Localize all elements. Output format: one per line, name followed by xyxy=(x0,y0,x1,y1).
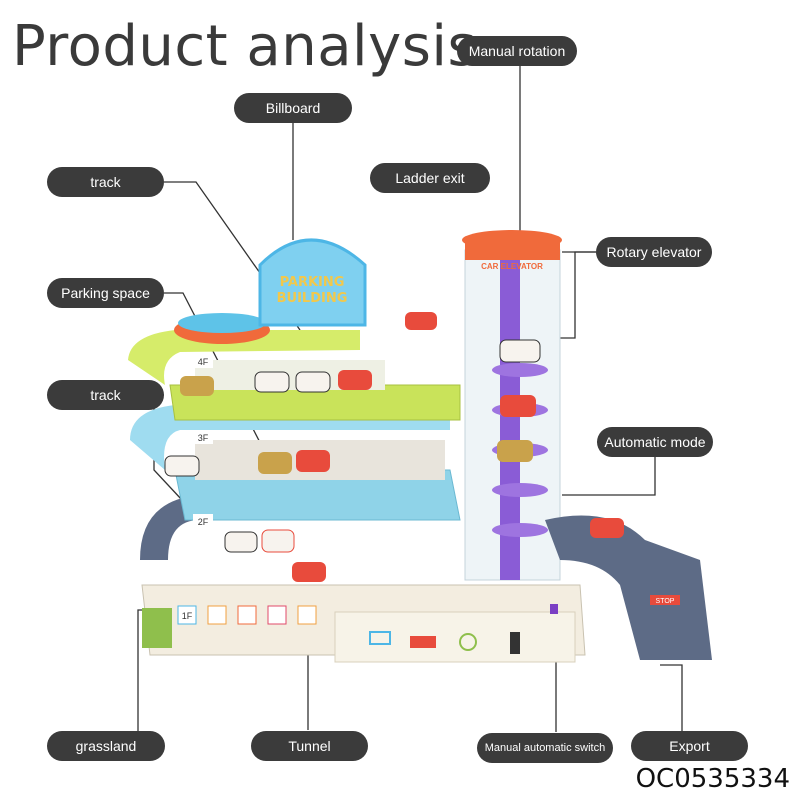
exit-ramp xyxy=(545,515,712,660)
grassland-label: grassland xyxy=(47,731,165,761)
billboard-text-2: BUILDING xyxy=(277,291,348,306)
billboard-sign xyxy=(258,238,367,327)
billboard-text-1: PARKING xyxy=(280,275,345,290)
billboard-label: Billboard xyxy=(234,93,352,123)
export-label: Export xyxy=(631,731,748,761)
base-icons xyxy=(177,605,317,625)
stop-sign: STOP xyxy=(656,598,675,605)
tunnel-car-drawings xyxy=(369,631,520,654)
parking-space-label: Parking space xyxy=(47,278,164,308)
ladder-exit-label: Ladder exit xyxy=(370,163,490,193)
elevator-sign: CAR ELEVATOR xyxy=(481,262,543,271)
track-label-top: track xyxy=(47,167,164,197)
track-label-middle: track xyxy=(47,380,164,410)
floor-1-label: 1F xyxy=(182,611,193,621)
rotary-elevator-label: Rotary elevator xyxy=(596,237,712,267)
floor-3-label: 3F xyxy=(198,433,209,443)
ramp-level-2 xyxy=(130,405,450,470)
toy-cars xyxy=(164,312,624,582)
grassland-patch xyxy=(142,608,172,648)
page-title: Product analysis xyxy=(12,14,478,79)
manual-rotation-label: Manual rotation xyxy=(457,36,577,66)
automatic-mode-label: Automatic mode xyxy=(597,427,713,457)
tunnel-panel xyxy=(334,611,576,663)
manual-automatic-switch-label: Manual automatic switch xyxy=(477,733,613,763)
ramp-level-3 xyxy=(128,330,360,385)
floor-4-label: 4F xyxy=(198,357,209,367)
floor-2-label: 2F xyxy=(198,517,209,527)
product-code: OC0535334 xyxy=(635,764,790,794)
switch-knob xyxy=(550,604,558,614)
tunnel-label: Tunnel xyxy=(251,731,368,761)
